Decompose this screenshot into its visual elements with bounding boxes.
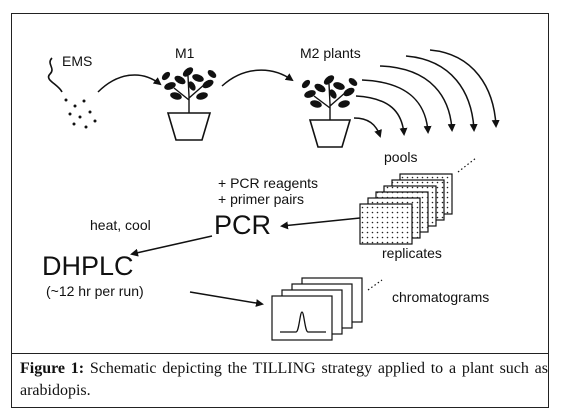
arrow-plates-to-pcr — [280, 217, 361, 230]
caption-text: Schematic depicting the TILLING strategy… — [20, 360, 548, 399]
label-replicates: replicates — [382, 245, 442, 261]
label-ems: EMS — [62, 53, 93, 69]
caption-divider — [12, 353, 548, 354]
label-pcr-reagents: + PCR reagents — [218, 175, 318, 191]
label-pcr: PCR — [214, 210, 272, 240]
m2-plant-icon — [301, 75, 358, 148]
ems-pipette-icon — [47, 57, 63, 93]
figure-caption: Figure 1: Schematic depicting the TILLIN… — [20, 358, 548, 402]
label-m2-plants: M2 plants — [300, 45, 361, 61]
arrows-to-pools — [353, 49, 500, 138]
caption-label: Figure 1: — [20, 360, 85, 377]
chromatogram-stack — [271, 277, 383, 341]
m1-plant-icon — [161, 67, 217, 141]
label-primer-pairs: + primer pairs — [218, 191, 304, 207]
label-m1: M1 — [175, 45, 195, 61]
label-chromatograms: chromatograms — [392, 289, 490, 305]
figure-frame — [11, 13, 549, 408]
arrow-ems-to-m1 — [97, 74, 162, 93]
label-heat-cool: heat, cool — [90, 217, 151, 233]
arrow-dhplc-to-chromatograms — [189, 291, 264, 307]
arrow-pcr-to-dhplc — [130, 235, 213, 257]
label-pools: pools — [384, 149, 418, 165]
chromatogram-peak — [280, 311, 326, 333]
label-run-time: (~12 hr per run) — [46, 283, 144, 299]
ems-seeds — [64, 98, 97, 129]
arrow-m1-to-m2 — [221, 69, 294, 87]
label-dhplc: DHPLC — [42, 251, 134, 281]
replicate-plates — [359, 157, 477, 245]
